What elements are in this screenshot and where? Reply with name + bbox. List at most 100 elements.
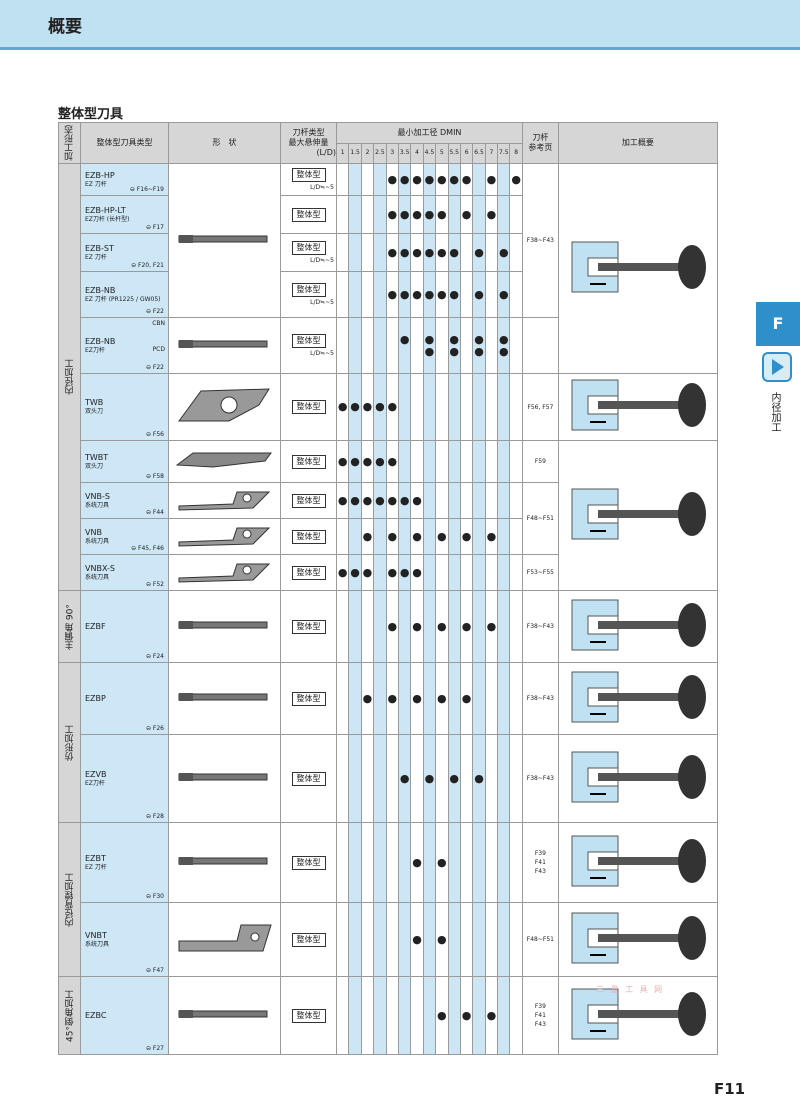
tool-page-ref[interactable]: ⊖ F58 [145,473,164,480]
dmin-cell [497,195,511,234]
holder-ref-page[interactable]: F56, F57 [521,373,559,441]
page-header: 概要 [0,0,800,50]
dmin-cell: ● [385,440,399,483]
shape-cell [168,662,281,735]
dmin-cell: ● [360,554,375,591]
dmin-cell: ● [348,373,362,441]
tool-code: EZB-HP-LT [85,205,126,215]
side-label: 内径加工 [769,392,780,432]
dmin-cell [397,518,412,555]
dmin-cell: ● [422,233,437,272]
dmin-col-header: 7.5 [497,142,511,164]
holder-ref-page[interactable]: F48~F51 [521,902,559,977]
holder-ref-page[interactable]: F38~F43 [521,163,559,318]
tool-page-ref[interactable]: ⊖ F24 [145,653,164,660]
dmin-cell: ● [497,233,511,272]
holder-ref-page[interactable]: F59 [521,440,559,483]
overview-cell [557,734,718,823]
holder-ref-page[interactable]: F39 F41 F43 [521,976,559,1055]
dmin-cell [459,734,474,823]
dmin-cell [435,554,449,591]
tool-shape-image [178,339,267,348]
tool-page-ref[interactable]: ⊖ F44 [145,509,164,516]
holder-ref-page[interactable]: F39 F41 F43 [521,822,559,903]
holder-ref-page[interactable]: F38~F43 [521,590,559,663]
tool-page-ref[interactable]: ⊖ F26 [145,725,164,732]
holder-ref-page[interactable]: F38~F43 [521,734,559,823]
dmin-cell [509,976,523,1055]
tool-page-ref[interactable]: ⊖ F27 [145,1045,164,1052]
dmin-cell [435,373,449,441]
tool-type-cell: EZBT EZ 刀杆 ⊖ F30 [80,822,169,903]
tool-type-cell: EZB-HP EZ 刀杆 ⊖ F16~F19 [80,163,169,196]
tool-type-cell: VNBX-S 系统刀具 ⊖ F52 [80,554,169,591]
dmin-cell: ● [484,163,499,196]
dmin-cell [509,822,523,903]
tool-page-ref[interactable]: ⊖ F47 [145,967,164,974]
section-title: 整体型刀具 [58,107,124,122]
dmin-cell [509,554,523,591]
dmin-cell: ● [435,518,449,555]
dmin-cell [397,976,412,1055]
dmin-cell: ● [459,163,474,196]
category-label: 仿形加工 [58,662,81,823]
tool-page-ref[interactable]: ⊖ F28 [145,813,164,820]
holder-type-label: 整体型 [291,282,326,297]
holder-ref-page[interactable]: F48~F51 [521,482,559,555]
tool-page-ref[interactable]: ⊖ F22 [145,308,164,315]
dmin-cell: ● [410,271,424,318]
tool-page-ref[interactable]: ⊖ F52 [145,581,164,588]
header-max-overhang: 最大悬伸量 [288,138,329,147]
tool-page-ref[interactable]: ⊖ F22 [145,364,164,371]
tool-code: TWB [85,398,104,407]
header-holder-type-label: 刀杆类型 [292,128,325,137]
tool-subtitle: EZ 刀杆 [85,863,107,871]
dmin-cell: ● [422,195,437,234]
tool-page-ref[interactable]: ⊖ F20, F21 [131,262,164,269]
dmin-cell [385,734,399,823]
holder-ref-page[interactable]: F38~F43 [521,662,559,735]
holder-ref-page[interactable]: F53~F55 [521,554,559,591]
tool-subtitle: 系统刀具 [85,573,110,581]
dmin-cell [447,518,461,555]
section-tab-f[interactable]: F [756,302,800,346]
dmin-cell [509,317,523,374]
tool-page-ref[interactable]: ⊖ F45, F46 [131,545,164,552]
dmin-cell: ● [435,271,449,318]
dmin-cell [348,233,362,272]
machining-overview-image [571,751,706,802]
dmin-cell [459,271,474,318]
dmin-cell [472,662,486,735]
tool-type-cell: TWB 双头刀 ⊖ F56 [80,373,169,441]
holder-type-label: 整体型 [291,771,326,786]
dmin-cell: ● [410,590,424,663]
dmin-cell [509,195,523,234]
tool-page-ref[interactable]: ⊖ F56 [145,431,164,438]
tool-type-cell: TWBT 双头刀 ⊖ F58 [80,440,169,483]
tool-code: EZBC [85,1010,107,1020]
dmin-cell: ● [509,163,523,196]
dmin-cell [435,440,449,483]
dmin-cell [447,195,461,234]
tool-page-ref[interactable]: ⊖ F16~F19 [129,186,164,193]
dmin-cell [373,554,387,591]
tool-page-ref[interactable]: ⊖ F30 [145,893,164,900]
dmin-cell [348,734,362,823]
tool-page-ref[interactable]: ⊖ F17 [145,224,164,231]
dmin-cell [373,163,387,196]
dmin-cell [459,373,474,441]
tool-shape-image [177,388,270,422]
header-holder-type: 刀杆类型 最大悬伸量 (L/D) [280,122,337,164]
dmin-cell [422,373,437,441]
dmin-cell [348,317,362,374]
dmin-cell [397,822,412,903]
dmin-cell: ● [435,902,449,977]
dmin-cell: ● [484,195,499,234]
dmin-cell [484,233,499,272]
dmin-cell: ● [447,163,461,196]
dmin-cell [373,518,387,555]
dmin-cell [459,317,474,374]
